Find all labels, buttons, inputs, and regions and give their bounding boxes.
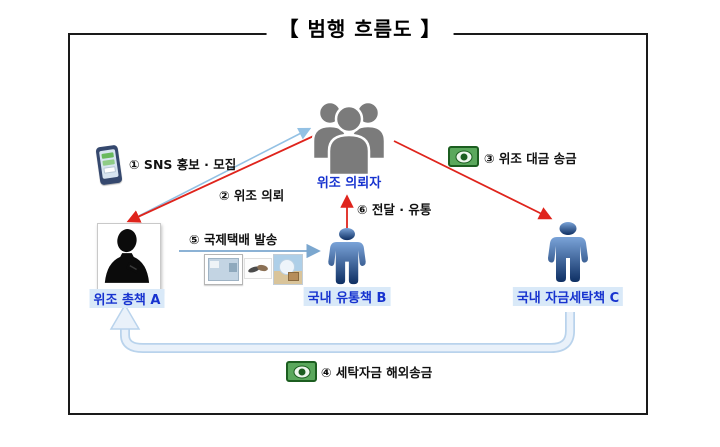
- boss-silhouette-icon: [104, 229, 150, 283]
- boss-label: 위조 총책 A: [89, 289, 165, 308]
- parcel-thumbnail: [273, 254, 303, 285]
- flow1-label: ① SNS 홍보 · 모집: [129, 157, 237, 172]
- person-silhouette-photo: [97, 223, 161, 293]
- launderer-label: 국내 자금세탁책 C: [512, 287, 624, 306]
- money-bill-icon: [448, 146, 479, 167]
- distributor-label: 국내 유통책 B: [303, 287, 391, 306]
- distributor-figure-icon: [328, 228, 366, 285]
- flow6-label: ⑥ 전달 · 유통: [357, 202, 432, 217]
- flow3-label: ③ 위조 대금 송금: [484, 151, 577, 166]
- counterfeit-photo-thumbnail: [204, 254, 243, 285]
- people-group-icon: [311, 100, 387, 175]
- flow2-label: ② 위조 의뢰: [219, 188, 285, 203]
- goods-thumbnail: [244, 258, 272, 279]
- requester-label: 위조 의뢰자: [316, 176, 382, 191]
- money-bill-icon: [286, 361, 317, 382]
- launderer-figure-icon: [548, 222, 588, 282]
- flow5-label: ⑤ 국제택배 발송: [189, 232, 278, 247]
- diagram-title: 【 범행 흐름도 】: [266, 13, 454, 42]
- flow4-label: ④ 세탁자금 해외송금: [321, 365, 433, 380]
